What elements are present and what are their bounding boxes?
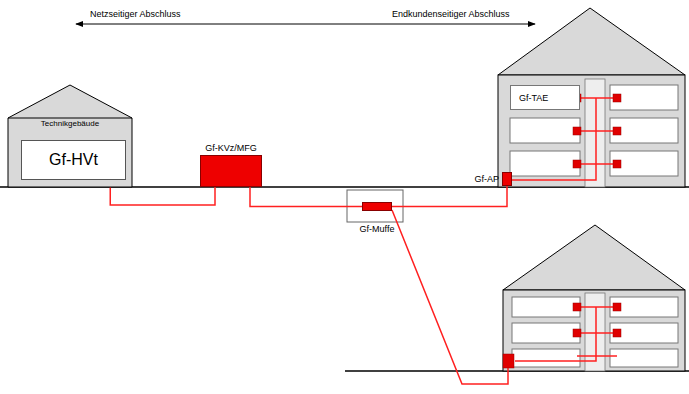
node-label: Gf-Muffe [360, 224, 395, 234]
termination-box: Gf-TAE [510, 85, 580, 110]
access-point: Gf-AP [502, 172, 512, 186]
node-label: Gf-TAE [519, 93, 548, 103]
splice-closure: Gf-Muffe [362, 202, 392, 211]
fiber-line [392, 186, 507, 207]
fiber-line [250, 187, 362, 207]
building: TechnikgebäudeGf-HVt [8, 85, 132, 187]
node-label: Gf-HVt [49, 151, 98, 169]
section-label: Endkundenseitiger Abschluss [390, 9, 512, 19]
section-label: Netzseitiger Abschluss [88, 9, 183, 19]
node-label: Gf-AP [474, 174, 499, 184]
street-cabinet: Gf-KVz/MFG [200, 155, 262, 187]
distribution-frame: Gf-HVt [21, 140, 126, 180]
node-label: Technikgebäude [41, 119, 99, 128]
node-label: Gf-KVz/MFG [205, 143, 257, 153]
